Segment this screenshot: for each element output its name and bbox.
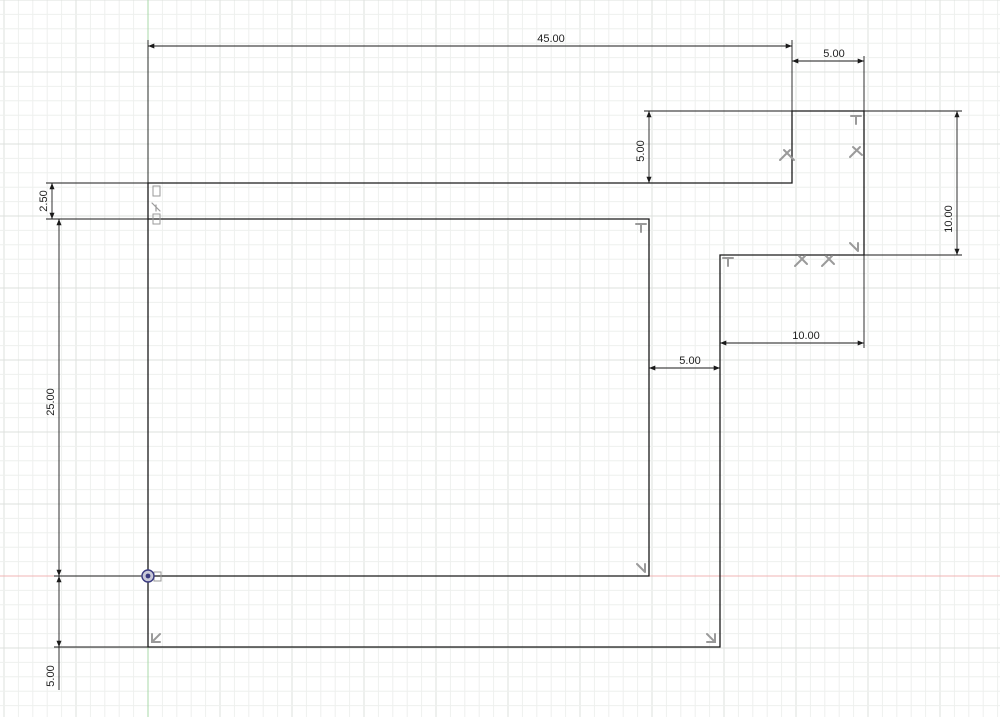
dim-25-label[interactable]: 25.00 (45, 388, 57, 416)
dim-2-50-label[interactable]: 2.50 (38, 190, 50, 211)
horizontal-constraint-icon[interactable] (152, 185, 161, 197)
perpendicular-icon[interactable] (706, 633, 716, 643)
dim-10-right-label[interactable]: 10.00 (943, 205, 955, 233)
dim-5-top-label[interactable]: 5.00 (823, 48, 844, 60)
dimensions-layer (46, 40, 962, 690)
dim-10-bottom-label[interactable]: 10.00 (792, 330, 820, 342)
constraint-tag-icon[interactable] (151, 202, 161, 212)
horizontal-constraint-icon[interactable] (152, 213, 161, 225)
perpendicular-icon[interactable] (849, 242, 859, 252)
dim-5-notch-label[interactable]: 5.00 (635, 140, 647, 161)
perpendicular-icon[interactable] (722, 257, 734, 267)
constraint-glyphs (151, 115, 863, 643)
perpendicular-icon[interactable] (850, 115, 862, 125)
perpendicular-icon[interactable] (794, 255, 808, 267)
dim-5-bottom-label[interactable]: 5.00 (45, 665, 57, 686)
perpendicular-icon[interactable] (821, 255, 835, 267)
dim-5-gap-label[interactable]: 5.00 (679, 355, 700, 367)
perpendicular-icon[interactable] (636, 563, 646, 573)
outer-profile-path[interactable] (147, 110, 865, 648)
dim-45-label[interactable]: 45.00 (537, 33, 565, 45)
dimension-labels: 45.00 5.00 5.00 10.00 10.00 5.00 2.50 25… (38, 33, 955, 687)
origin-dot-icon (145, 573, 151, 579)
inner-profile-path[interactable] (148, 218, 650, 577)
coincident-icon[interactable] (779, 149, 795, 161)
sketch-profile[interactable] (147, 110, 865, 648)
origin-marker[interactable] (141, 569, 155, 583)
perpendicular-icon[interactable] (151, 633, 161, 643)
perpendicular-icon[interactable] (849, 146, 863, 158)
perpendicular-icon[interactable] (635, 223, 647, 233)
